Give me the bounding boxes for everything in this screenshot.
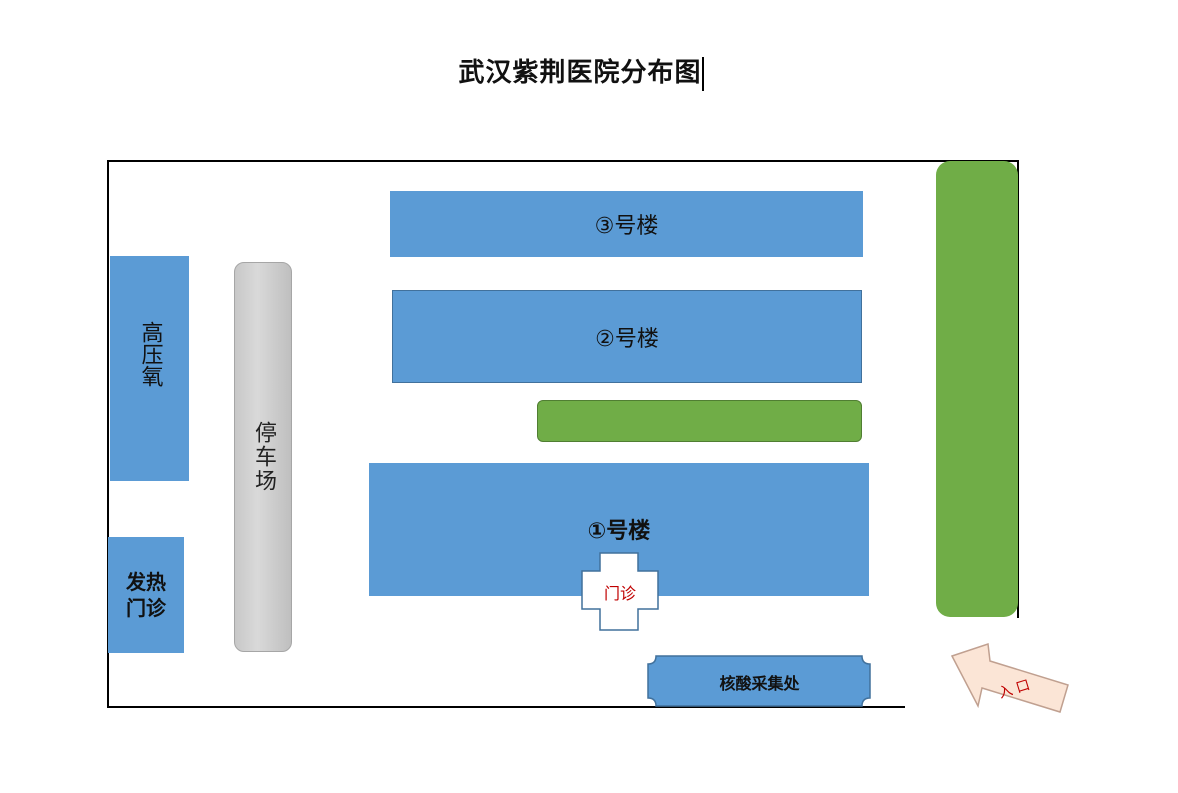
parking-lot[interactable]: 停车场 — [234, 262, 292, 652]
building-2[interactable]: ②号楼 — [392, 290, 862, 383]
building-1-label: ①号楼 — [587, 519, 651, 544]
fever-clinic-building[interactable]: 发热门诊 — [108, 537, 184, 653]
boundary-right — [1017, 160, 1019, 618]
building-2-label: ②号楼 — [595, 326, 659, 352]
outpatient-label: 门诊 — [603, 584, 636, 603]
map-title: 武汉紫荆医院分布图 — [458, 58, 702, 88]
entrance-arrow-icon[interactable] — [942, 636, 1077, 718]
outpatient-cross[interactable] — [581, 552, 661, 632]
boundary-left — [107, 160, 109, 708]
nucleic-acid-station-label: 核酸采集处 — [719, 674, 800, 693]
parking-lot-label: 停车场 — [251, 421, 276, 493]
nucleic-acid-station-shape[interactable] — [647, 655, 872, 707]
hyperbaric-oxygen-building[interactable]: 高压氧 — [110, 256, 189, 481]
building-3[interactable]: ③号楼 — [390, 191, 863, 257]
building-3-label: ③号楼 — [594, 214, 659, 239]
fever-clinic-label: 发热门诊 — [126, 570, 166, 620]
green-belt-east — [936, 161, 1018, 617]
boundary-top — [107, 160, 1019, 162]
green-strip — [537, 400, 862, 442]
text-cursor — [702, 57, 704, 91]
building-1[interactable]: ①号楼 — [369, 463, 869, 596]
boundary-bottom — [107, 706, 905, 708]
hyperbaric-oxygen-label: 高压氧 — [137, 320, 163, 387]
